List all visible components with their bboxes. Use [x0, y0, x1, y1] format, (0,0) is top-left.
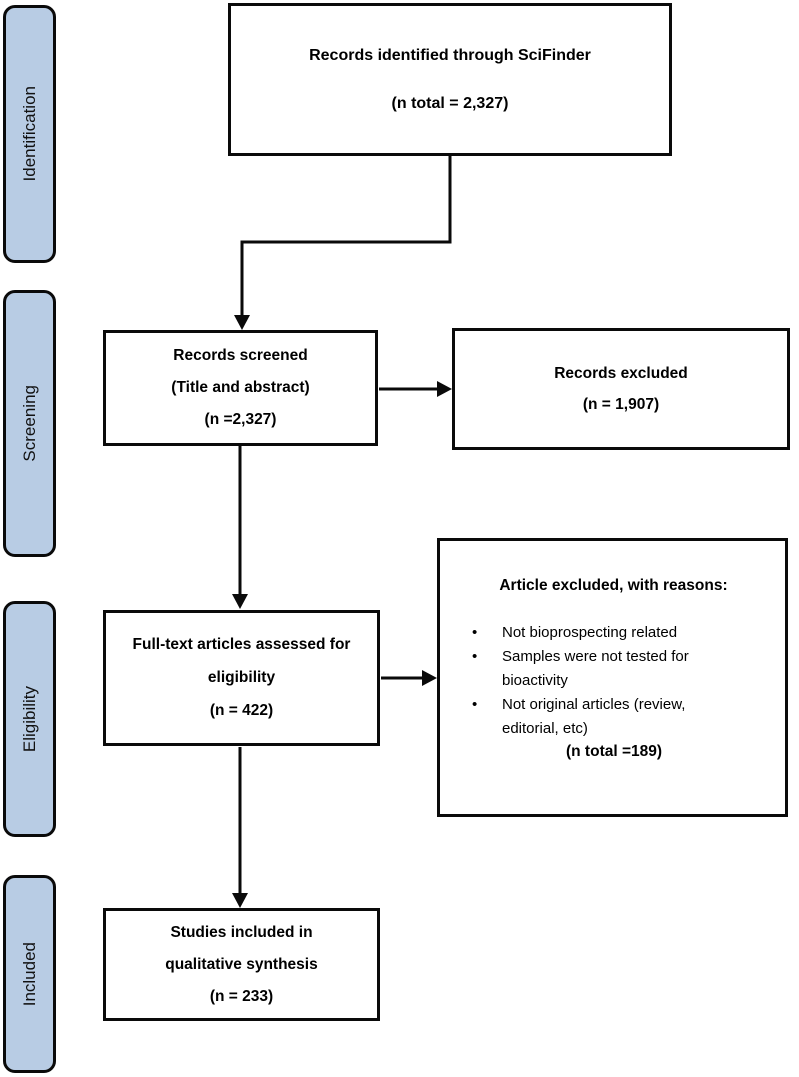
stage-box-screening: Screening	[3, 290, 56, 557]
stage-label-screening: Screening	[19, 385, 39, 462]
box-records-excluded: Records excluded (n = 1,907)	[452, 328, 790, 450]
reason-item: Not bioprospecting related	[468, 621, 718, 645]
fulltext-text-line2: eligibility	[207, 669, 276, 686]
records-screened-text: Records screened	[173, 347, 308, 364]
records-identified-text: Records identified through SciFinder	[309, 46, 591, 64]
stage-box-included: Included	[3, 875, 56, 1073]
connector-identified-to-screened	[240, 156, 452, 320]
box-studies-included: Studies included in qualitative synthesi…	[103, 908, 380, 1021]
arrowhead-to-fulltext	[232, 594, 248, 609]
records-screened-subtext: (Title and abstract)	[171, 379, 310, 396]
stage-label-identification: Identification	[19, 86, 39, 182]
arrowhead-to-excluded	[437, 381, 452, 397]
article-excluded-total: (n total =189)	[566, 743, 663, 760]
stage-label-included: Included	[19, 941, 39, 1007]
stage-box-identification: Identification	[3, 5, 56, 263]
box-records-screened: Records screened (Title and abstract) (n…	[103, 330, 378, 446]
arrowhead-to-included	[232, 893, 248, 908]
stage-label-eligibility: Eligibility	[19, 685, 39, 753]
box-records-identified: Records identified through SciFinder (n …	[228, 3, 672, 156]
article-excluded-reason-list: Not bioprospecting related Samples were …	[456, 621, 771, 741]
stage-box-eligibility: Eligibility	[3, 601, 56, 837]
arrowhead-to-reasons	[422, 670, 437, 686]
reason-item: Not original articles (review, editorial…	[468, 693, 718, 741]
article-excluded-title: Article excluded, with reasons:	[499, 577, 728, 594]
records-identified-count: (n total = 2,327)	[391, 94, 509, 112]
arrowhead-to-screened	[234, 315, 250, 330]
studies-included-count: (n = 233)	[209, 987, 274, 1005]
fulltext-count: (n = 422)	[209, 702, 274, 719]
box-article-excluded-reasons: Article excluded, with reasons: Not biop…	[437, 538, 788, 817]
records-excluded-count: (n = 1,907)	[582, 395, 660, 413]
box-fulltext-assessed: Full-text articles assessed for eligibil…	[103, 610, 380, 746]
fulltext-text-line1: Full-text articles assessed for	[132, 636, 351, 653]
reason-item: Samples were not tested for bioactivity	[468, 645, 718, 693]
studies-included-line1: Studies included in	[170, 923, 313, 941]
records-screened-count: (n =2,327)	[204, 411, 277, 428]
records-excluded-text: Records excluded	[554, 364, 688, 382]
studies-included-line2: qualitative synthesis	[165, 955, 318, 973]
